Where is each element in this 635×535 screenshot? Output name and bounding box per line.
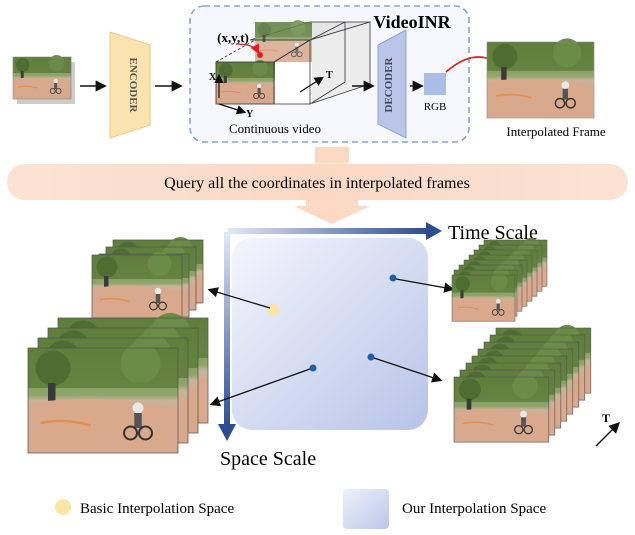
arrow-to-basic-stack — [207, 287, 271, 309]
arrow-to-time-stack — [395, 278, 455, 293]
input-frame-stack — [12, 54, 75, 104]
encoder-block — [109, 31, 151, 139]
down-arrow-head — [294, 200, 370, 224]
down-arrow-stem-top — [315, 147, 349, 163]
space-scale-arrow — [224, 232, 230, 428]
decoder-block — [377, 29, 407, 139]
rgb-square — [424, 73, 446, 95]
axis-y-arrow — [218, 103, 247, 115]
space-scale-label: Space Scale — [220, 448, 316, 470]
continuous-video-volume — [214, 19, 371, 115]
legend-ours-swatch — [343, 489, 389, 529]
arrow-to-space-stack — [209, 368, 311, 407]
axis-t-arrow — [299, 76, 325, 93]
interpolated-frame — [486, 37, 595, 119]
frame-stack-space — [26, 311, 210, 455]
frame-stack-time — [451, 237, 548, 322]
time-scale-label: Time Scale — [448, 222, 538, 244]
axis-y-label: Y — [246, 109, 254, 120]
corner-t-arrow — [595, 422, 620, 447]
basic-interpolation-dot — [267, 304, 279, 316]
dot-time-upsampled — [389, 274, 397, 282]
encoder-label: ENCODER — [127, 57, 139, 113]
dot-space-upsampled — [309, 364, 317, 372]
axis-x-label: X — [209, 72, 217, 83]
videoinr-title: VideoINR — [373, 12, 451, 32]
axis-t-label: T — [326, 70, 333, 81]
continuous-video-label: Continuous video — [229, 121, 321, 136]
corner-t-label: T — [602, 411, 610, 425]
query-point — [257, 52, 263, 58]
legend-basic-label: Basic Interpolation Space — [80, 501, 234, 517]
query-banner-text: Query all the coordinates in interpolate… — [164, 175, 470, 192]
query-banner — [7, 164, 628, 200]
frame-stack-basic — [91, 236, 204, 319]
arrow-to-space-time-stack — [373, 357, 443, 383]
decoder-label: DECODER — [383, 56, 395, 112]
coord-label: (x,y,t) — [217, 30, 249, 45]
time-scale-arrow — [228, 228, 428, 234]
our-interpolation-space — [232, 238, 428, 430]
dot-space-time-upsampled — [367, 353, 375, 361]
interpolated-frame-label: Interpolated Frame — [506, 124, 605, 139]
frame-stack-space-time — [453, 324, 592, 443]
rgb-label: RGB — [424, 101, 447, 113]
legend-basic-swatch — [55, 499, 71, 515]
legend-ours-label: Our Interpolation Space — [402, 501, 546, 517]
